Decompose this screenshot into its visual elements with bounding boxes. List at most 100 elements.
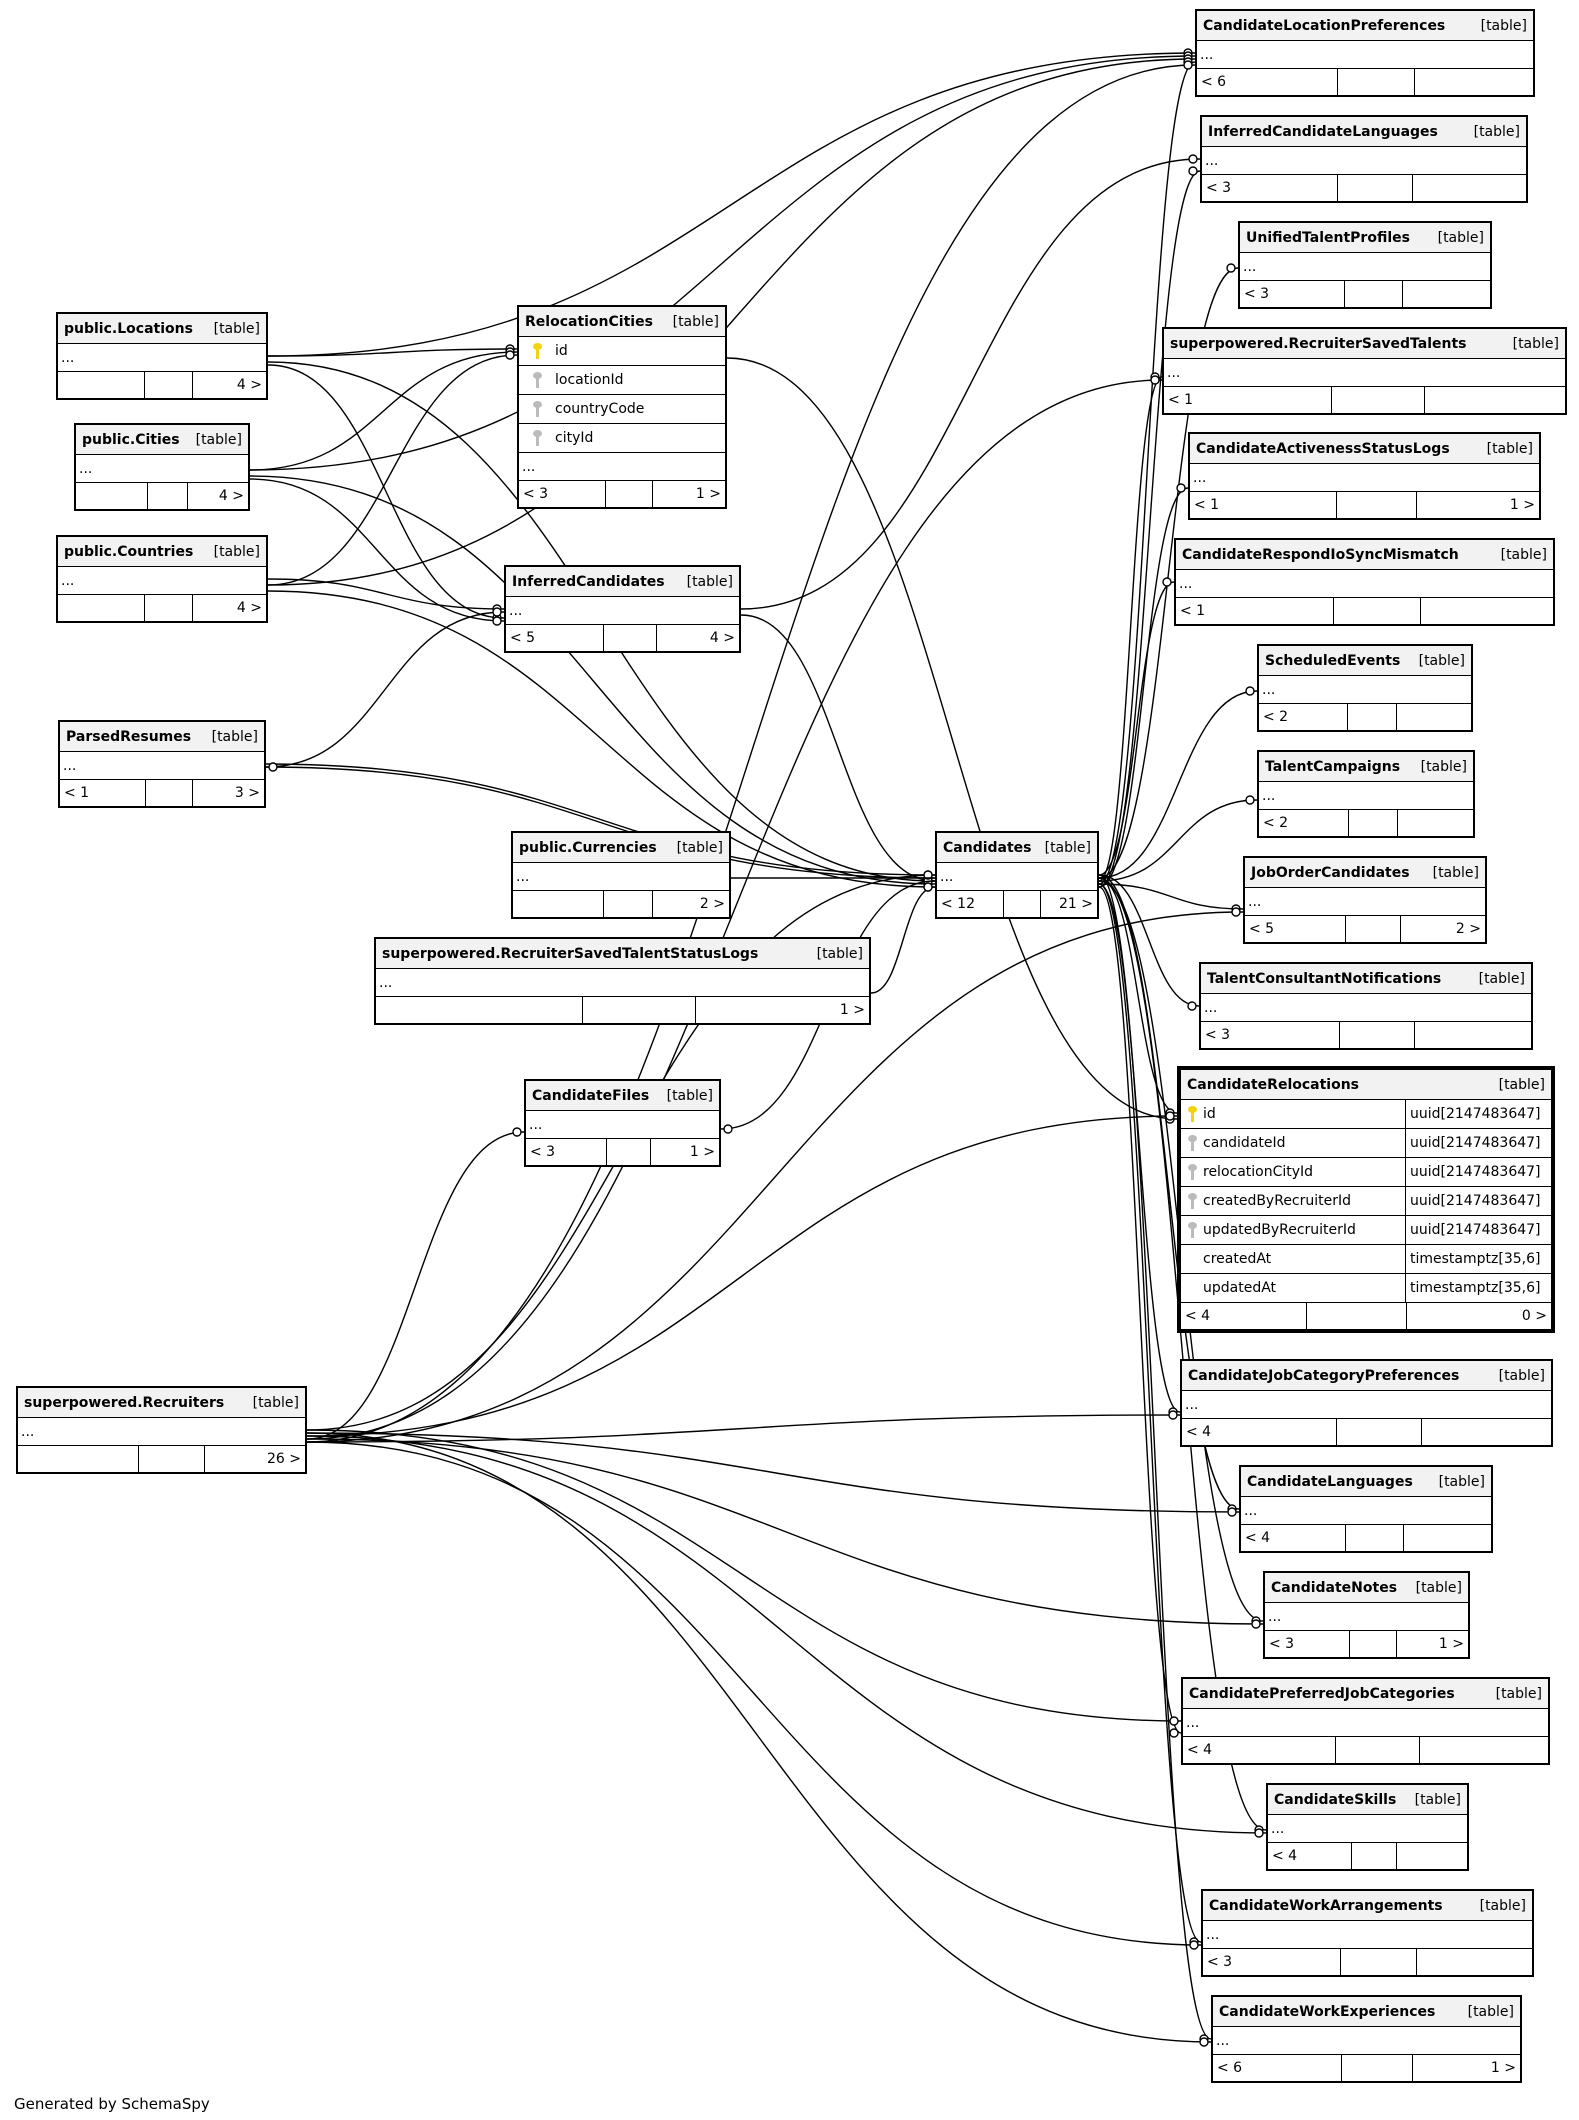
parents-count[interactable]: < 1 — [60, 780, 146, 806]
parents-count[interactable] — [58, 372, 146, 398]
children-count[interactable] — [1421, 598, 1553, 624]
column-row[interactable]: countryCode — [519, 395, 725, 424]
table-candidate-preferred-job-categories[interactable]: CandidatePreferredJobCategories[table]..… — [1181, 1677, 1550, 1765]
children-count[interactable]: 1 > — [1438, 1636, 1464, 1652]
parents-count[interactable]: < 4 — [1241, 1525, 1346, 1551]
children-count[interactable] — [1425, 387, 1565, 413]
parents-count[interactable]: < 3 — [1265, 1631, 1351, 1657]
table-inferred-candidate-languages[interactable]: InferredCandidateLanguages[table]...< 3 — [1200, 115, 1528, 203]
children-count[interactable] — [1420, 1737, 1548, 1763]
children-count[interactable] — [1403, 281, 1491, 307]
children-count[interactable]: 26 > — [267, 1451, 301, 1467]
children-count[interactable]: 2 > — [1455, 921, 1481, 937]
children-count[interactable]: 2 > — [699, 896, 725, 912]
table-unified-talent-profiles[interactable]: UnifiedTalentProfiles[table]...< 3 — [1238, 221, 1492, 309]
parents-count[interactable]: < 3 — [1203, 1949, 1342, 1975]
table-candidate-skills[interactable]: CandidateSkills[table]...< 4 — [1266, 1783, 1469, 1871]
children-count[interactable]: 4 > — [709, 630, 735, 646]
children-count[interactable]: 0 > — [1521, 1308, 1547, 1324]
column-row[interactable]: cityId — [519, 424, 725, 453]
children-count[interactable] — [1397, 1843, 1467, 1869]
table-candidate-work-arrangements[interactable]: CandidateWorkArrangements[table]...< 3 — [1201, 1889, 1534, 1977]
table-recruiter-saved-talents[interactable]: superpowered.RecruiterSavedTalents[table… — [1162, 327, 1567, 415]
table-public-countries[interactable]: public.Countries[table]...4 > — [56, 535, 268, 623]
table-candidate-activeness-status-logs[interactable]: CandidateActivenessStatusLogs[table]...<… — [1188, 432, 1541, 520]
relationship-edge — [249, 475, 936, 885]
children-count[interactable]: 1 > — [695, 486, 721, 502]
children-count[interactable] — [1404, 1525, 1492, 1551]
table-talent-campaigns[interactable]: TalentCampaigns[table]...< 2 — [1257, 750, 1475, 838]
parents-count[interactable] — [58, 595, 146, 621]
parents-count[interactable]: < 5 — [1245, 916, 1346, 942]
table-recruiters[interactable]: superpowered.Recruiters[table]...26 > — [16, 1386, 307, 1474]
children-count[interactable]: 1 > — [689, 1144, 715, 1160]
children-count[interactable] — [1417, 1949, 1532, 1975]
children-count[interactable]: 1 > — [1509, 497, 1535, 513]
parents-count[interactable]: < 1 — [1164, 387, 1333, 413]
parents-count[interactable]: < 4 — [1181, 1303, 1307, 1329]
column-row[interactable]: locationId — [519, 366, 725, 395]
table-public-cities[interactable]: public.Cities[table]...4 > — [74, 423, 250, 511]
parents-count[interactable] — [76, 483, 149, 509]
children-count[interactable]: 21 > — [1059, 896, 1093, 912]
table-scheduled-events[interactable]: ScheduledEvents[table]...< 2 — [1257, 644, 1473, 732]
table-name: TalentConsultantNotifications — [1207, 970, 1442, 987]
column-row[interactable]: id — [519, 337, 725, 366]
table-candidate-location-preferences[interactable]: CandidateLocationPreferences[table]...< … — [1195, 9, 1535, 97]
table-public-currencies[interactable]: public.Currencies[table]...2 > — [511, 831, 731, 919]
parents-count[interactable]: < 12 — [937, 891, 1005, 917]
parents-count[interactable]: < 2 — [1259, 810, 1349, 836]
table-candidate-languages[interactable]: CandidateLanguages[table]...< 4 — [1239, 1465, 1493, 1553]
children-count[interactable]: 4 > — [236, 377, 262, 393]
parents-count[interactable]: < 3 — [1202, 175, 1339, 201]
table-recruiter-saved-talent-status-logs[interactable]: superpowered.RecruiterSavedTalentStatusL… — [374, 937, 871, 1025]
table-talent-consultant-notifications[interactable]: TalentConsultantNotifications[table]...<… — [1199, 962, 1533, 1050]
table-candidate-job-category-preferences[interactable]: CandidateJobCategoryPreferences[table]..… — [1180, 1359, 1553, 1447]
parents-count[interactable]: < 1 — [1190, 492, 1337, 518]
parents-count[interactable]: < 3 — [1201, 1022, 1340, 1048]
parents-count[interactable]: < 3 — [526, 1139, 608, 1165]
table-public-locations[interactable]: public.Locations[table]...4 > — [56, 312, 268, 400]
children-count[interactable] — [1397, 704, 1471, 730]
parents-count[interactable]: < 4 — [1183, 1737, 1337, 1763]
children-count[interactable] — [1415, 1022, 1531, 1048]
children-count[interactable]: 4 > — [236, 600, 262, 616]
table-candidate-respondio-sync-mismatch[interactable]: CandidateRespondIoSyncMismatch[table]...… — [1174, 538, 1555, 626]
parents-count[interactable]: < 3 — [519, 481, 606, 507]
children-count[interactable] — [1415, 69, 1533, 95]
children-count[interactable]: 4 > — [218, 488, 244, 504]
children-count[interactable] — [1398, 810, 1473, 836]
parents-count[interactable]: < 5 — [506, 625, 604, 651]
parents-count[interactable]: < 2 — [1259, 704, 1349, 730]
children-count[interactable] — [1422, 1419, 1551, 1445]
parents-count[interactable]: < 6 — [1197, 69, 1339, 95]
parents-count[interactable]: < 3 — [1240, 281, 1345, 307]
parents-count[interactable]: < 4 — [1268, 1843, 1352, 1869]
children-count[interactable]: 1 > — [1490, 2060, 1516, 2076]
children-count[interactable]: 3 > — [234, 785, 260, 801]
parents-count[interactable]: < 4 — [1182, 1419, 1337, 1445]
children-count[interactable] — [1413, 175, 1526, 201]
parents-count[interactable] — [513, 891, 604, 917]
children-count[interactable]: 1 > — [839, 1002, 865, 1018]
parents-count[interactable] — [18, 1446, 139, 1472]
parents-count[interactable]: < 1 — [1176, 598, 1335, 624]
parents-count[interactable] — [376, 997, 584, 1023]
parents-count[interactable]: < 6 — [1213, 2055, 1342, 2081]
